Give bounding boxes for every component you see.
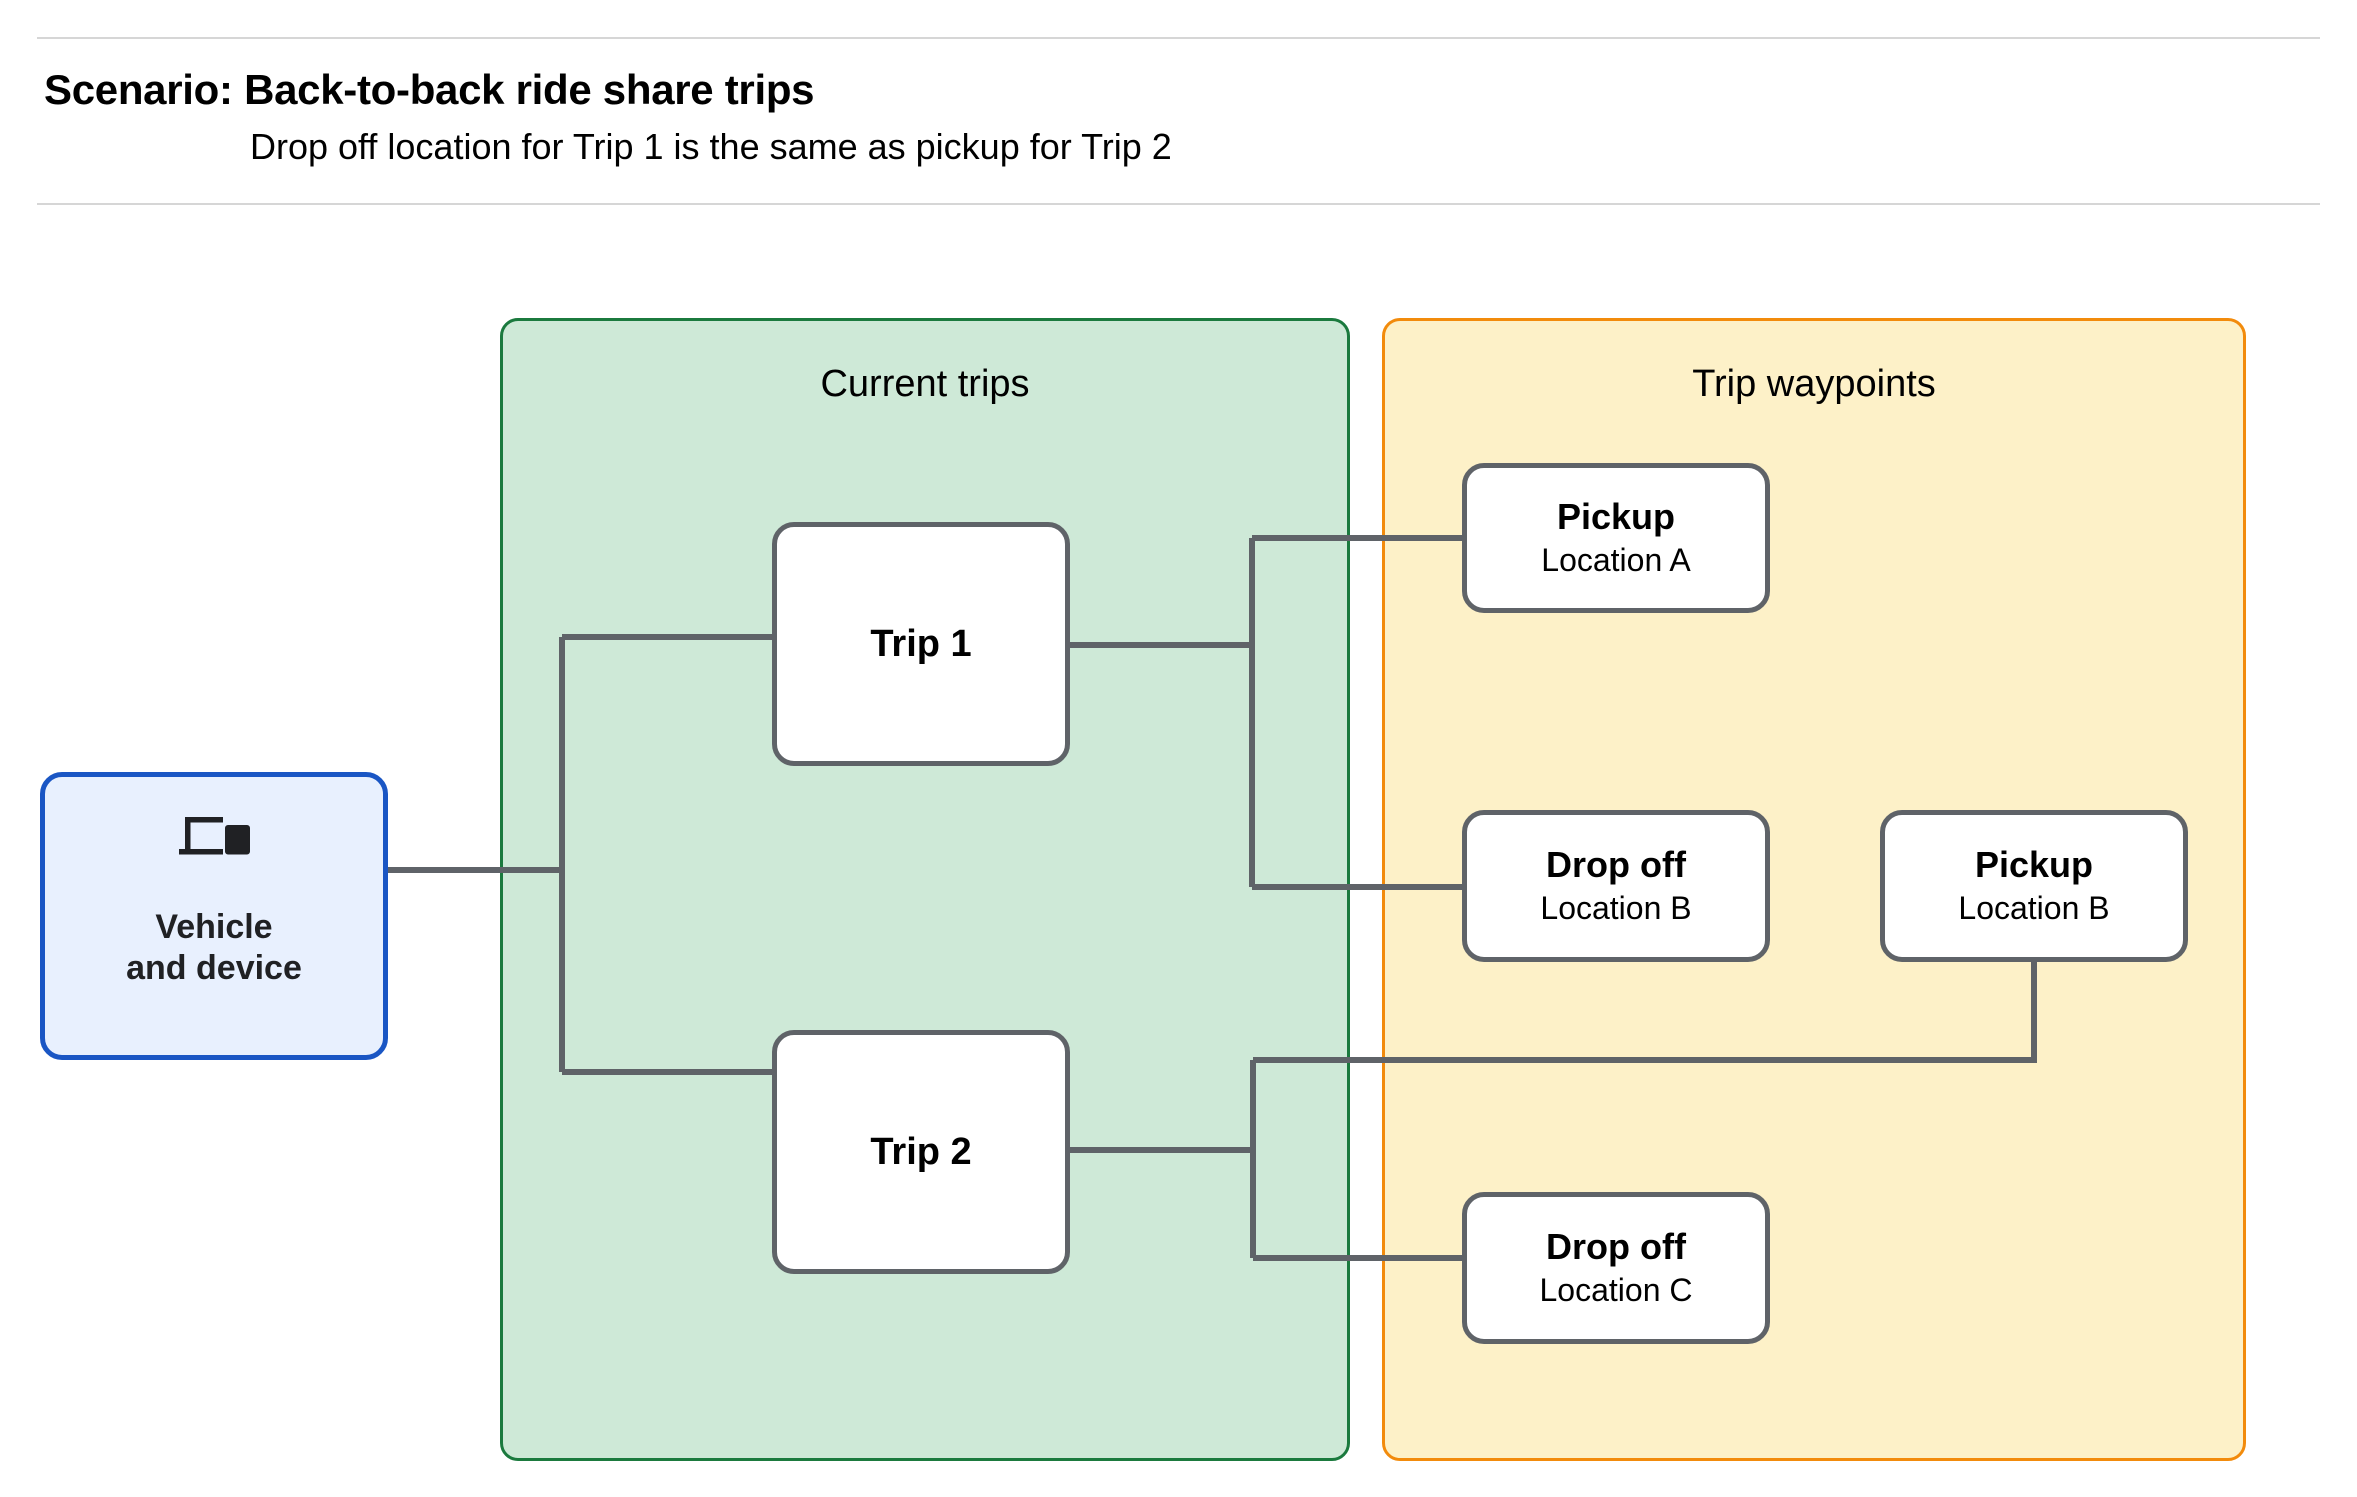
waypoint-location: Location B <box>1958 889 2110 926</box>
vehicle-label-line2: and device <box>126 949 302 987</box>
group-trip-waypoints-title: Trip waypoints <box>1692 363 1936 405</box>
node-waypoint-pickup-a[interactable]: Pickup Location A <box>1462 463 1770 613</box>
node-waypoint-pickup-b[interactable]: Pickup Location B <box>1880 810 2188 962</box>
trip-1-label: Trip 1 <box>870 622 972 665</box>
vehicle-label-line1: Vehicle <box>155 907 273 946</box>
node-vehicle-and-device[interactable]: Vehicle and device <box>40 772 388 1060</box>
waypoint-location: Location B <box>1540 889 1692 926</box>
devices-icon <box>179 816 250 855</box>
waypoint-type: Pickup <box>1556 495 1676 537</box>
header-rule-bottom <box>37 203 2320 205</box>
waypoint-type: Pickup <box>1974 843 2094 885</box>
trip-2-label: Trip 2 <box>870 1130 972 1173</box>
page-subtitle: Drop off location for Trip 1 is the same… <box>250 126 1172 167</box>
vehicle-label: Vehicle and device <box>126 907 302 990</box>
page-title: Scenario: Back-to-back ride share trips <box>44 66 815 113</box>
waypoint-location: Location C <box>1539 1271 1693 1308</box>
waypoint-location: Location A <box>1541 541 1691 578</box>
waypoint-type: Drop off <box>1546 843 1686 885</box>
group-current-trips-title: Current trips <box>820 363 1030 405</box>
header-rule-top <box>37 37 2320 39</box>
node-trip-1[interactable]: Trip 1 <box>772 522 1070 766</box>
node-trip-2[interactable]: Trip 2 <box>772 1030 1070 1274</box>
waypoint-type: Drop off <box>1546 1225 1686 1267</box>
node-waypoint-dropoff-c[interactable]: Drop off Location C <box>1462 1192 1770 1344</box>
node-waypoint-dropoff-b[interactable]: Drop off Location B <box>1462 810 1770 962</box>
group-current-trips: Current trips <box>500 318 1350 1461</box>
